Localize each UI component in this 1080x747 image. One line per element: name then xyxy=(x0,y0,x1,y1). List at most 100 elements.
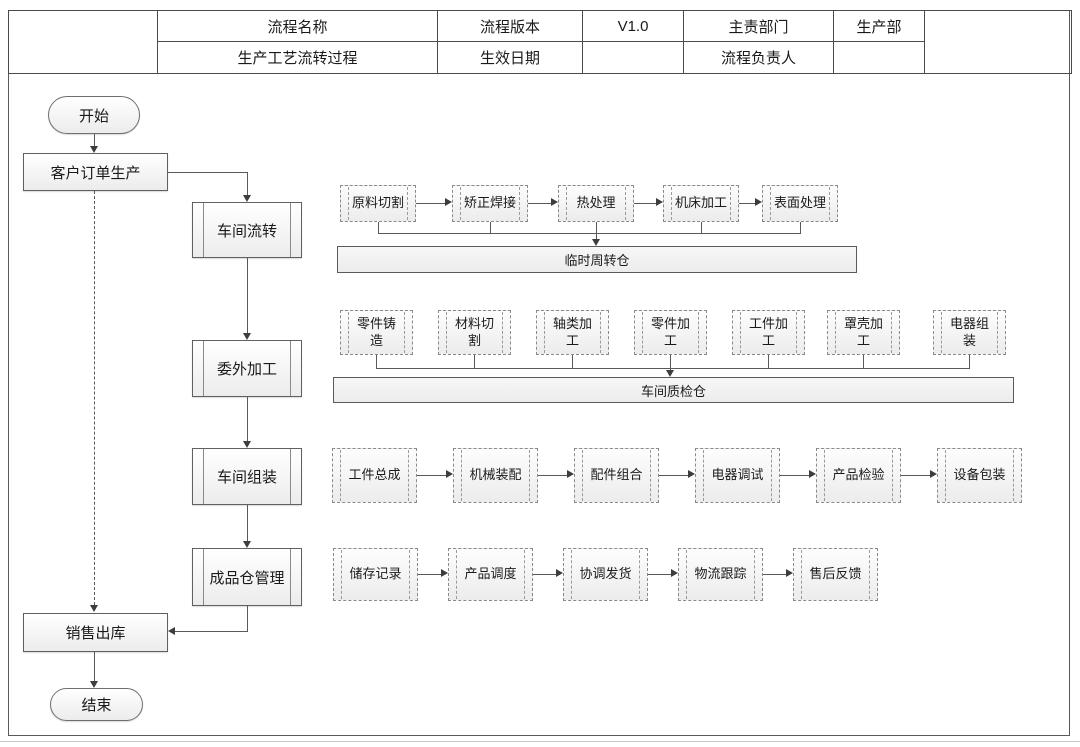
connector-order-to-sales-dashed xyxy=(94,191,95,605)
row2-stub xyxy=(474,355,475,368)
task-product-inspection: 产品检验 xyxy=(816,448,901,503)
task-label: 材料切割 xyxy=(454,316,494,348)
arrowhead-down xyxy=(243,195,251,202)
header-cell-empty-left xyxy=(8,10,158,74)
connector-row3-5 xyxy=(901,475,930,476)
connector-stage4-to-sales-h xyxy=(175,631,248,632)
flowchart-frame xyxy=(8,10,1070,736)
connector-row3-2 xyxy=(538,475,567,476)
stage-workshop-flow-label: 车间流转 xyxy=(216,222,277,240)
stage-finished-goods-label: 成品仓管理 xyxy=(209,569,285,587)
header-cell-date-value xyxy=(582,41,684,74)
row2-stub xyxy=(376,355,377,368)
arrowhead-down xyxy=(90,146,98,153)
task-aftersales-feedback: 售后反馈 xyxy=(793,548,878,601)
connector-row3-4 xyxy=(780,475,809,476)
task-label: 轴类加工 xyxy=(552,316,592,348)
stage-assembly-label: 车间组装 xyxy=(216,469,277,486)
stage-workshop-flow-node: 车间流转 xyxy=(192,202,302,258)
sales-out-node: 销售出库 xyxy=(23,613,168,652)
task-label: 零件加工 xyxy=(650,316,690,348)
temp-transfer-warehouse-bar: 临时周转仓 xyxy=(337,246,857,273)
workshop-qc-warehouse-label: 车间质检仓 xyxy=(640,383,706,399)
arrowhead-right xyxy=(809,470,816,478)
task-label: 工件加工 xyxy=(748,316,788,348)
arrowhead-left xyxy=(168,627,175,635)
header-cell-owner-label: 流程负责人 xyxy=(683,41,834,74)
task-label: 储存记录 xyxy=(349,566,402,582)
arrowhead-right xyxy=(446,470,453,478)
connector-row1-3 xyxy=(634,203,656,204)
connector-start-to-order xyxy=(94,134,95,146)
task-label: 原料切割 xyxy=(351,195,404,211)
task-part-processing: 零件加工 xyxy=(634,310,707,355)
arrowhead-right xyxy=(671,569,678,577)
task-mechanical-assembly: 机械装配 xyxy=(453,448,538,503)
connector-row4-4 xyxy=(763,574,786,575)
task-material-cutting: 材料切割 xyxy=(438,310,511,355)
header-cell-owner-value xyxy=(833,41,925,74)
task-electrical-debugging: 电器调试 xyxy=(695,448,780,503)
connector-stage4-to-sales-v xyxy=(247,606,248,632)
task-label: 物流跟踪 xyxy=(694,566,747,582)
header-cell-dept-value: 生产部 xyxy=(833,10,925,42)
task-label: 电器调试 xyxy=(711,467,764,483)
sales-out-label: 销售出库 xyxy=(65,625,126,642)
task-straighten-welding: 矫正焊接 xyxy=(452,185,528,222)
task-label: 电器组装 xyxy=(949,316,989,348)
stage-outsourcing-label: 委外加工 xyxy=(216,361,277,378)
task-label: 工件总成 xyxy=(348,467,401,483)
task-label: 矫正焊接 xyxy=(463,195,516,211)
connector-row3-1 xyxy=(417,475,446,476)
task-shaft-processing: 轴类加工 xyxy=(536,310,609,355)
arrowhead-down xyxy=(90,605,98,612)
row1-stub xyxy=(490,222,491,233)
task-electrical-assembly: 电器组装 xyxy=(933,310,1006,355)
row1-stub xyxy=(800,222,801,233)
arrowhead-right xyxy=(567,470,574,478)
stage-assembly-node: 车间组装 xyxy=(192,448,302,505)
customer-order-node: 客户订单生产 xyxy=(23,153,168,191)
arrowhead-down xyxy=(592,239,600,246)
end-node: 结束 xyxy=(50,688,143,721)
row2-collector-line xyxy=(376,368,970,369)
task-equipment-packaging: 设备包装 xyxy=(937,448,1022,503)
task-label: 产品检验 xyxy=(832,467,885,483)
arrowhead-right xyxy=(688,470,695,478)
task-storage-record: 储存记录 xyxy=(333,548,418,601)
task-surface-treatment: 表面处理 xyxy=(762,185,838,222)
header-cell-process-name-label: 流程名称 xyxy=(157,10,438,42)
connector-stage2-to-stage3 xyxy=(247,397,248,441)
task-label: 零件铸造 xyxy=(356,316,396,348)
row2-stub xyxy=(670,355,671,368)
task-label: 设备包装 xyxy=(953,467,1006,483)
task-label: 协调发货 xyxy=(579,566,632,582)
row2-stub xyxy=(572,355,573,368)
task-coordinate-shipping: 协调发货 xyxy=(563,548,648,601)
row2-stub xyxy=(768,355,769,368)
task-workpiece-assembly: 工件总成 xyxy=(332,448,417,503)
workshop-qc-warehouse-bar: 车间质检仓 xyxy=(333,377,1014,403)
task-label: 机械装配 xyxy=(469,467,522,483)
task-label: 表面处理 xyxy=(773,195,826,211)
header-cell-process-name-value: 生产工艺流转过程 xyxy=(157,41,438,74)
stage-outsourcing-node: 委外加工 xyxy=(192,340,302,397)
arrowhead-down xyxy=(243,541,251,548)
arrowhead-right xyxy=(930,470,937,478)
connector-row4-2 xyxy=(533,574,556,575)
row1-stub xyxy=(596,222,597,233)
task-machine-processing: 机床加工 xyxy=(663,185,739,222)
connector-stage1-to-stage2 xyxy=(247,258,248,333)
arrowhead-down xyxy=(243,333,251,340)
row1-drop-line xyxy=(596,233,597,239)
arrowhead-down xyxy=(666,370,674,377)
connector-row3-3 xyxy=(659,475,688,476)
customer-order-label: 客户订单生产 xyxy=(50,164,141,182)
start-label: 开始 xyxy=(78,107,109,125)
page-bottom-divider xyxy=(0,741,1080,742)
arrowhead-right xyxy=(755,198,762,206)
task-casing-processing: 罩壳加工 xyxy=(827,310,900,355)
row2-stub xyxy=(969,355,970,368)
task-label: 配件组合 xyxy=(590,467,643,483)
task-label: 产品调度 xyxy=(464,566,517,582)
